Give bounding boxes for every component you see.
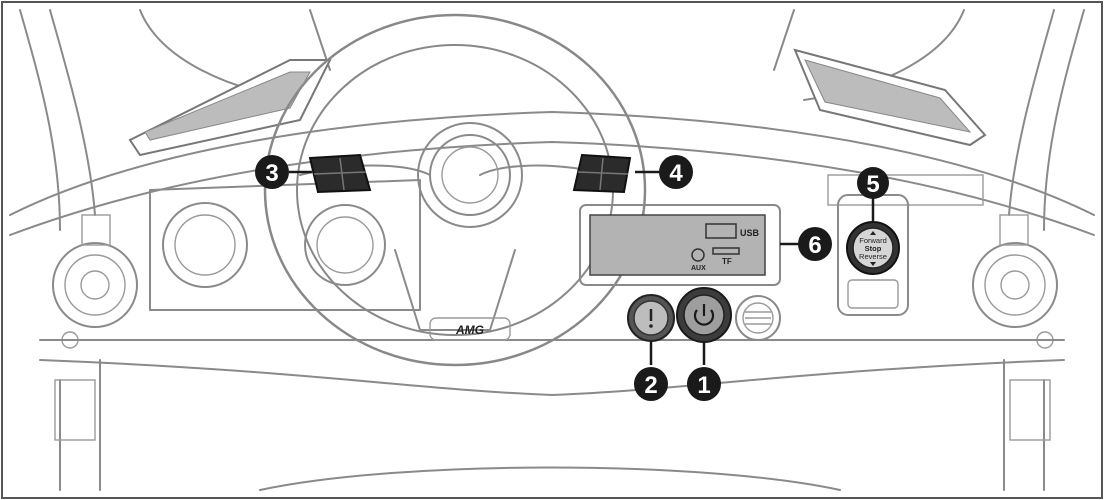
svg-text:1: 1 <box>697 372 710 399</box>
svg-text:5: 5 <box>866 171 879 198</box>
stop-label: Stop <box>865 244 882 253</box>
right-wheel-buttons[interactable] <box>572 153 632 194</box>
power-button[interactable] <box>676 287 732 343</box>
up-arrow-icon <box>870 231 876 235</box>
left-air-vent <box>128 59 332 157</box>
dashboard-lower <box>39 339 1065 491</box>
tf-card-slot[interactable] <box>712 247 740 255</box>
left-wheel-buttons[interactable] <box>308 153 372 194</box>
usb-port[interactable] <box>705 223 737 239</box>
reverse-label: Reverse <box>859 252 887 261</box>
callout-5: 5 <box>857 167 889 199</box>
aux-label: AUX <box>691 265 706 272</box>
forward-label: Forward <box>859 236 887 245</box>
svg-text:2: 2 <box>644 372 657 399</box>
right-round-vent <box>972 214 1058 349</box>
horn-button[interactable] <box>627 294 675 342</box>
callout-2: 2 <box>634 367 668 401</box>
aux-port[interactable] <box>691 248 705 262</box>
callout-3: 3 <box>255 155 289 189</box>
right-air-vent <box>793 48 987 147</box>
speaker-grille <box>735 295 781 341</box>
left-round-vent <box>52 214 138 349</box>
callout-1: 1 <box>687 367 721 401</box>
gear-switch[interactable]: Forward Stop Reverse <box>846 221 900 275</box>
down-arrow-icon <box>870 262 876 266</box>
instrument-cluster <box>149 179 421 311</box>
svg-text:3: 3 <box>265 160 278 187</box>
callout-6: 6 <box>798 227 832 261</box>
svg-text:6: 6 <box>808 232 821 259</box>
steering-wheel: AMG <box>263 13 647 367</box>
dashboard-top <box>9 111 1095 236</box>
svg-text:4: 4 <box>669 160 683 187</box>
amg-logo: AMG <box>455 323 484 337</box>
usb-label: USB <box>740 228 760 238</box>
callout-4: 4 <box>659 155 693 189</box>
media-display <box>589 214 766 276</box>
callout-leaders <box>289 170 875 365</box>
media-panel: USB TF AUX <box>579 204 781 286</box>
tf-label: TF <box>722 257 732 266</box>
